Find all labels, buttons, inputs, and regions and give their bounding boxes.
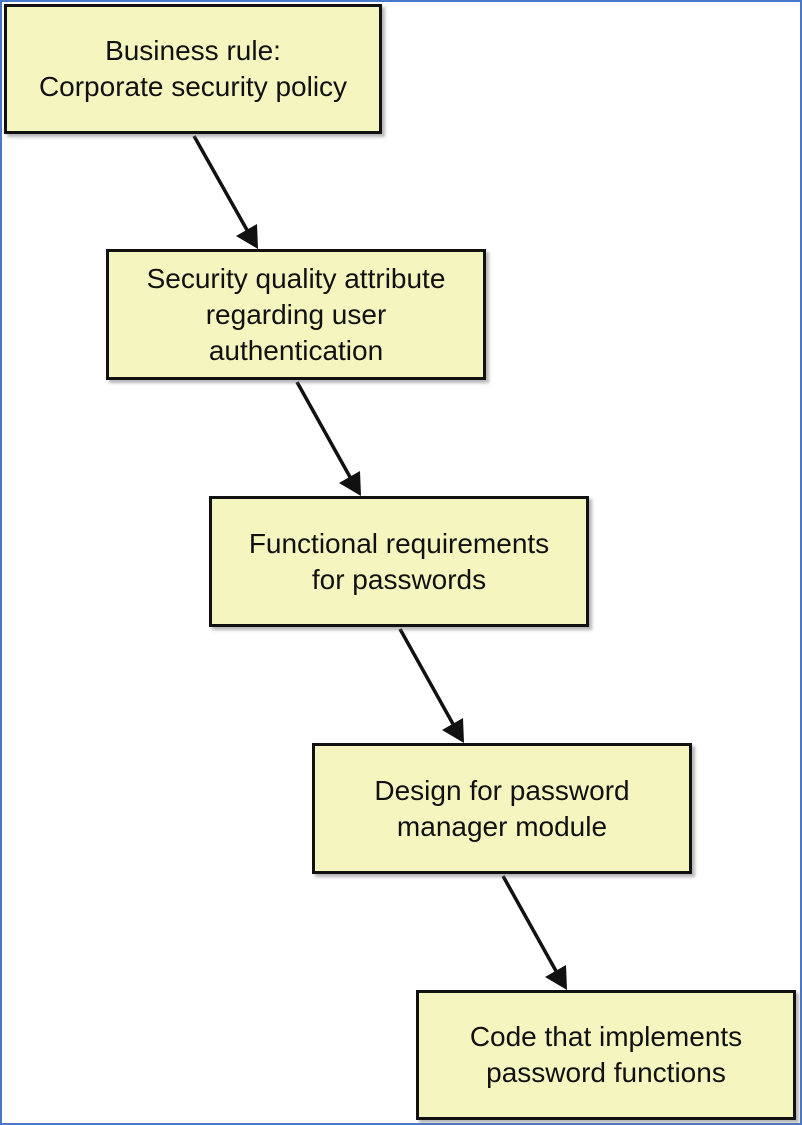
box-code-line-1: Code that implements <box>469 1021 743 1052</box>
box-functional-requirements: Functional requirements for passwords <box>209 496 589 627</box>
arrow-business-rule-to-quality-attribute <box>192 135 258 249</box>
box-code-line-2: password functions <box>486 1057 726 1088</box>
box-security-quality-attribute: Security quality attribute regarding use… <box>106 249 486 380</box>
box-security-quality-attribute-line-1: Security quality attribute <box>146 262 446 294</box>
arrow-quality-attribute-to-functional-requirements <box>295 381 361 496</box>
box-design-line-1: Design for password <box>374 774 630 806</box>
box-security-quality-attribute-line-3: authentication <box>208 334 384 366</box>
box-functional-requirements-line-1: Functional requirements <box>248 527 550 559</box>
box-design-line-2: manager module <box>396 810 608 842</box>
box-design: Design for password manager module <box>312 743 692 874</box>
box-business-rule: Business rule: Corporate security policy <box>4 4 382 134</box>
box-code: Code that implements password functions <box>416 990 796 1120</box>
box-security-quality-attribute-line-2: regarding user <box>205 298 387 330</box>
box-business-rule-line-2: Corporate security policy <box>38 71 348 102</box>
box-functional-requirements-line-2: for passwords <box>311 563 487 595</box>
arrow-functional-requirements-to-design <box>398 628 464 743</box>
arrow-design-to-code <box>501 875 567 990</box>
box-business-rule-line-1: Business rule: <box>105 35 281 66</box>
